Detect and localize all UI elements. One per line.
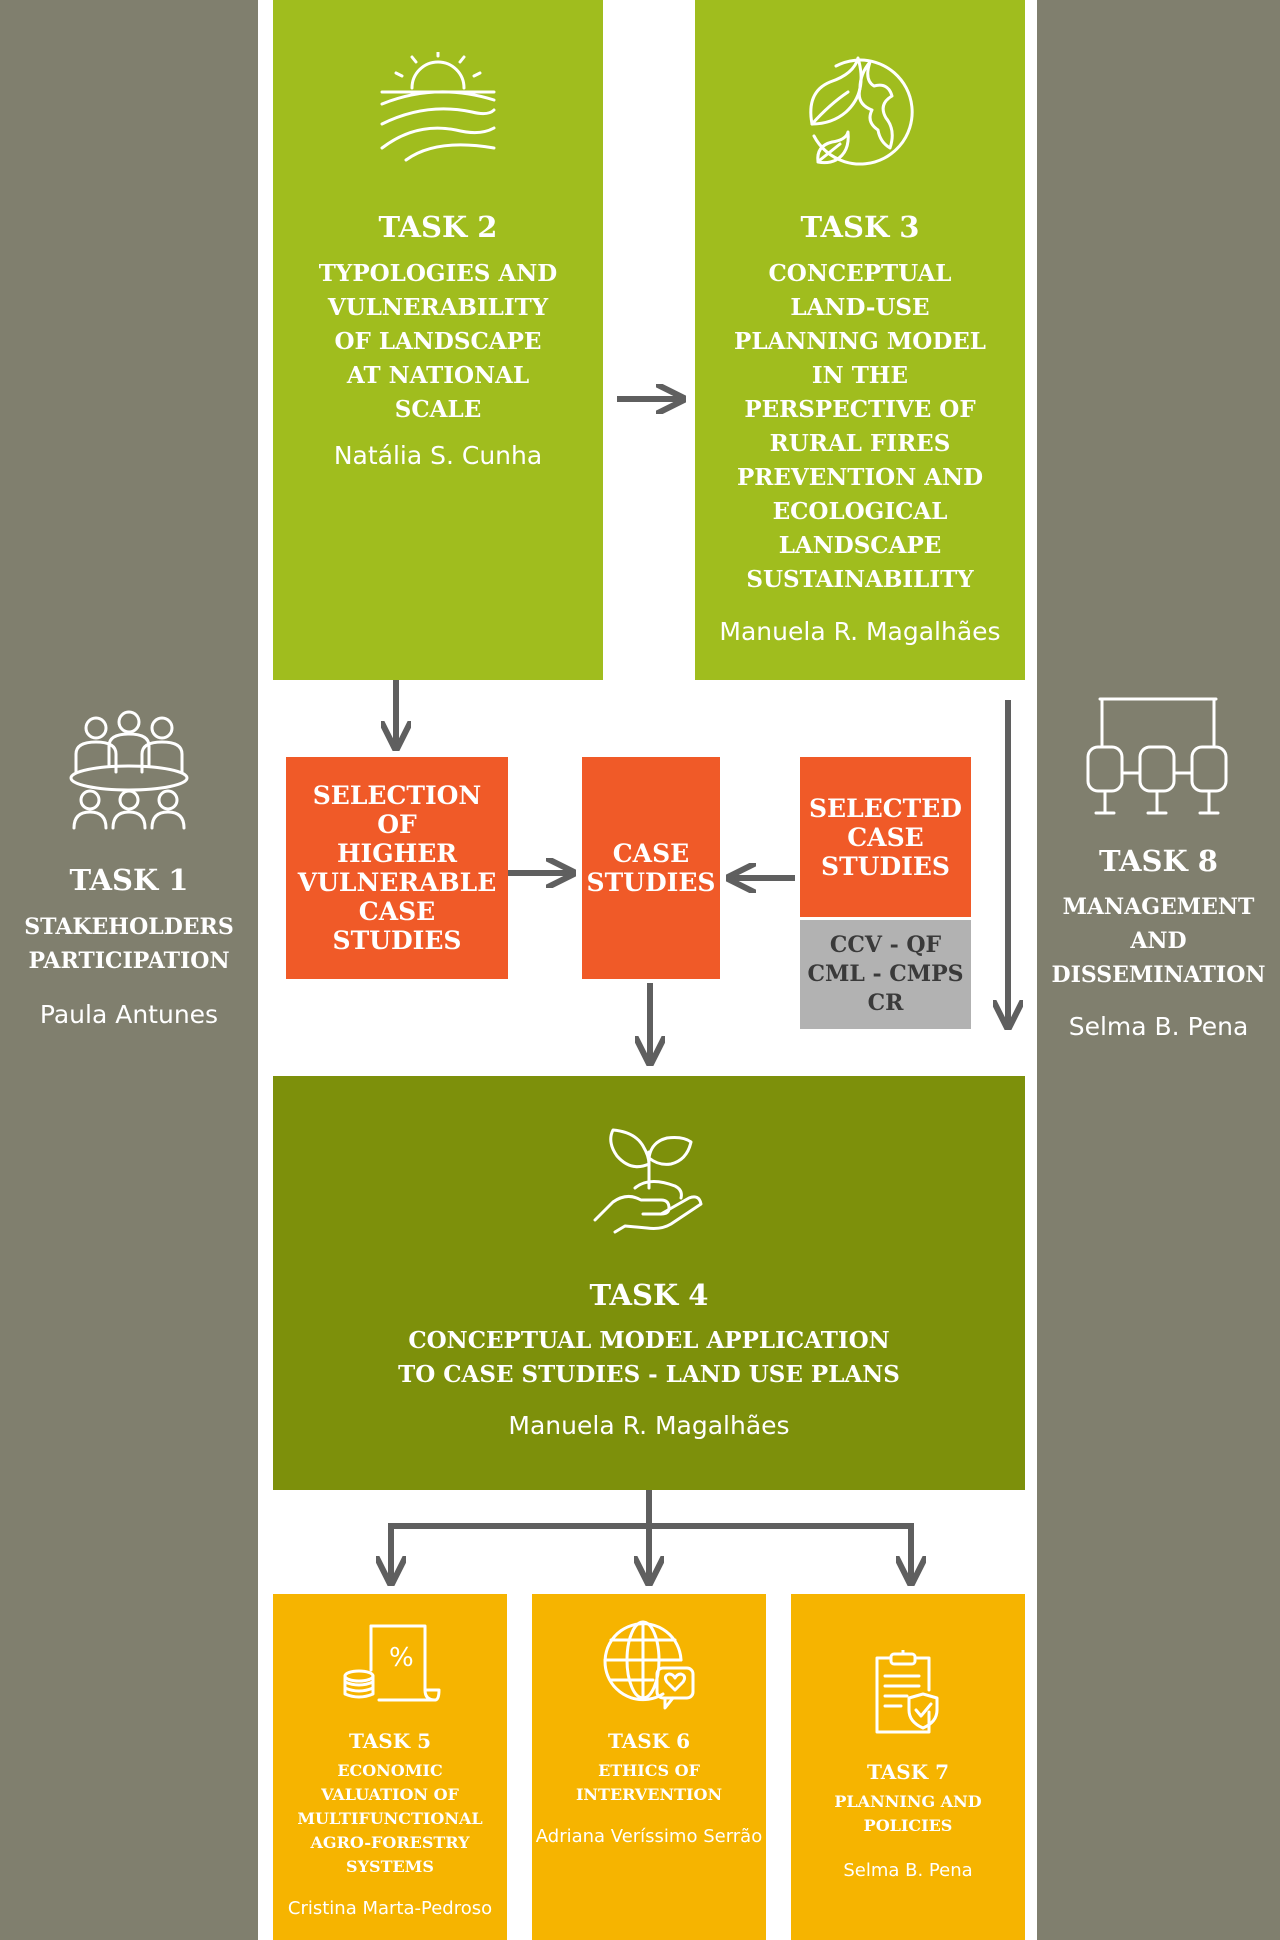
- task5-icon: %: [339, 1620, 443, 1706]
- task7-icon: [871, 1650, 945, 1734]
- case-studies-box: CASE STUDIES: [582, 757, 720, 979]
- task2-title: TASK 2: [378, 210, 498, 244]
- svg-text:%: %: [389, 1643, 414, 1673]
- task6-subtitle: ETHICS OF INTERVENTION: [575, 1761, 723, 1804]
- selected-case-studies-label: SELECTED CASE STUDIES: [809, 793, 962, 881]
- task1-icon: [62, 708, 196, 830]
- case-studies-box-label: CASE STUDIES: [586, 839, 716, 897]
- task8-title: TASK 8: [1099, 844, 1218, 878]
- task3-title: TASK 3: [800, 210, 920, 244]
- task2-icon: [376, 52, 500, 162]
- task7-person: Selma B. Pena: [843, 1860, 973, 1881]
- task5-subtitle: ECONOMIC VALUATION OF MULTIFUNCTIONAL AG…: [297, 1761, 483, 1876]
- task7-subtitle: PLANNING AND POLICIES: [834, 1792, 982, 1835]
- task8-subtitle: MANAGEMENT AND DISSEMINATION: [1051, 894, 1266, 988]
- task4-person: Manuela R. Magalhães: [508, 1411, 790, 1440]
- task6-person: Adriana Veríssimo Serrão: [535, 1826, 763, 1847]
- task1-panel: [0, 0, 258, 1940]
- task3-subtitle: CONCEPTUAL LAND-USE PLANNING MODEL IN TH…: [734, 260, 986, 593]
- task6-icon: [601, 1618, 697, 1714]
- selected-case-studies-box: SELECTED CASE STUDIES: [800, 757, 971, 917]
- selected-case-codes-box: CCV - QF CML - CMPS CR: [800, 920, 971, 1029]
- task6-box: TASK 6 ETHICS OF INTERVENTION Adriana Ve…: [532, 1594, 766, 1940]
- task1-subtitle: STAKEHOLDERS PARTICIPATION: [24, 914, 234, 974]
- task2-box: TASK 2 TYPOLOGIES AND VULNERABILITY OF L…: [273, 0, 603, 680]
- task4-box: TASK 4 CONCEPTUAL MODEL APPLICATION TO C…: [273, 1076, 1025, 1490]
- selected-case-codes: CCV - QF CML - CMPS CR: [807, 932, 964, 1016]
- task2-person: Natália S. Cunha: [333, 441, 543, 470]
- task4-subtitle: CONCEPTUAL MODEL APPLICATION TO CASE STU…: [398, 1327, 900, 1388]
- task5-box: % TASK 5 ECONOMIC VALUATION OF MULTIFUNC…: [273, 1594, 507, 1940]
- task2-subtitle: TYPOLOGIES AND VULNERABILITY OF LANDSCAP…: [318, 260, 558, 423]
- task7-box: TASK 7 PLANNING AND POLICIES Selma B. Pe…: [791, 1594, 1025, 1940]
- task8-panel: [1037, 0, 1280, 1940]
- task1-title: TASK 1: [69, 863, 189, 897]
- task6-title: TASK 6: [607, 1729, 690, 1753]
- task3-icon: [800, 52, 920, 172]
- selection-box: SELECTION OF HIGHER VULNERABLE CASE STUD…: [286, 757, 508, 979]
- task3-box: TASK 3 CONCEPTUAL LAND-USE PLANNING MODE…: [695, 0, 1025, 680]
- task8-person: Selma B. Pena: [1068, 1012, 1249, 1041]
- task4-icon: [591, 1124, 707, 1234]
- task5-person: Cristina Marta-Pedroso: [287, 1898, 493, 1919]
- task8-icon: [1080, 695, 1235, 817]
- task7-title: TASK 7: [866, 1760, 949, 1784]
- selection-box-label: SELECTION OF HIGHER VULNERABLE CASE STUD…: [297, 781, 497, 955]
- task5-title: TASK 5: [348, 1729, 431, 1753]
- task4-title: TASK 4: [589, 1278, 709, 1312]
- task3-person: Manuela R. Magalhães: [719, 617, 1001, 646]
- task1-person: Paula Antunes: [39, 1000, 219, 1029]
